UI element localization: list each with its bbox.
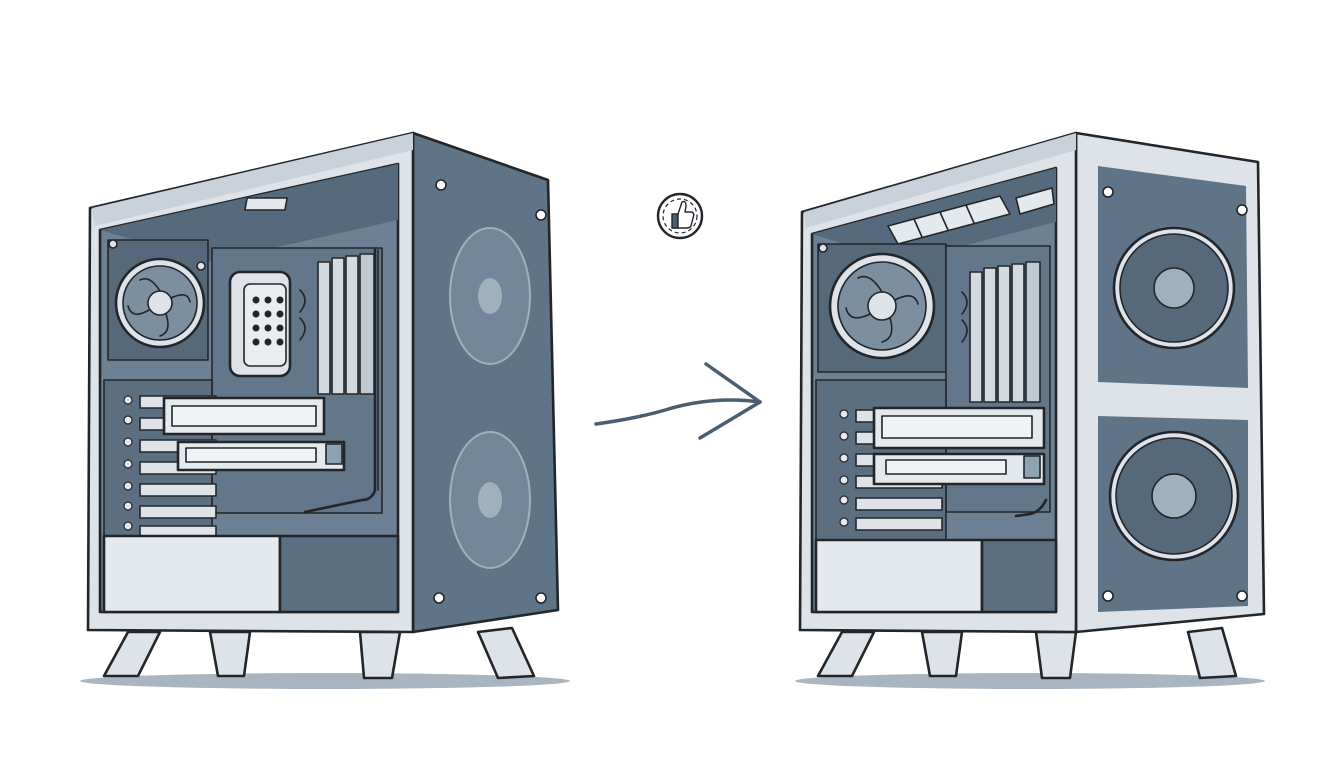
ram-modules: [961, 261, 1041, 403]
graphics-cards: [872, 406, 1046, 486]
ram-modules: [299, 253, 375, 395]
side-fan-top: [449, 227, 531, 365]
graphics-cards: [162, 396, 346, 472]
pc-case-before: [80, 131, 570, 689]
psu-shroud: [814, 538, 1058, 614]
side-fan-bottom: [449, 431, 531, 569]
rear-fan: [107, 239, 209, 361]
floor-shadow: [80, 673, 570, 689]
case-legs: [102, 626, 536, 680]
top-vent: [887, 187, 1055, 245]
pc-case-after: [795, 131, 1266, 689]
side-fan-bottom: [1108, 430, 1240, 562]
arrow-right-icon: [594, 362, 762, 440]
cpu-cooler: [228, 270, 292, 378]
case-legs: [816, 626, 1238, 680]
side-fan-top: [1112, 226, 1236, 350]
rear-fan: [817, 243, 947, 373]
psu-shroud: [102, 534, 400, 614]
floor-shadow: [795, 673, 1265, 689]
thumbs-up-icon: [656, 192, 704, 240]
